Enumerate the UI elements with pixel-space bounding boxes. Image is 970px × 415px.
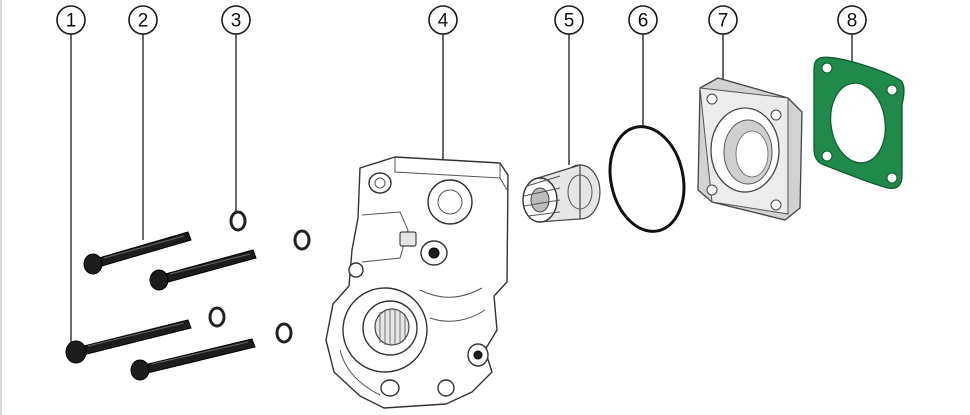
callout-2-label: 2 (138, 11, 149, 32)
callout-5-label: 5 (564, 11, 575, 32)
callout-3: 3 (221, 5, 251, 212)
bolt-lower-left (65, 319, 192, 364)
callout-5: 5 (554, 5, 584, 165)
callout-1: 1 (56, 5, 86, 345)
bolt-upper-left (83, 231, 192, 275)
o-ring (608, 125, 686, 233)
callout-6: 6 (628, 5, 658, 127)
callout-7: 7 (708, 5, 738, 95)
adapter-flange (697, 77, 803, 221)
bolt-lower-right (130, 338, 256, 381)
callout-7-label: 7 (718, 11, 729, 32)
gasket (813, 56, 905, 190)
washer-1 (229, 210, 247, 232)
callout-2: 2 (128, 5, 158, 240)
callout-8-label: 8 (847, 11, 858, 32)
callout-4-label: 4 (438, 11, 449, 32)
gear-housing (325, 156, 509, 409)
washer-2 (293, 229, 311, 251)
callout-1-label: 1 (66, 11, 77, 32)
callout-3-label: 3 (231, 11, 242, 32)
left-edge-divider (0, 0, 2, 415)
callout-4: 4 (428, 5, 458, 165)
washer-3 (208, 306, 226, 328)
bolt-upper-right (149, 249, 257, 291)
callout-6-label: 6 (638, 11, 649, 32)
splined-sleeve (522, 164, 601, 223)
washer-4 (275, 322, 293, 344)
callout-8: 8 (837, 5, 867, 68)
